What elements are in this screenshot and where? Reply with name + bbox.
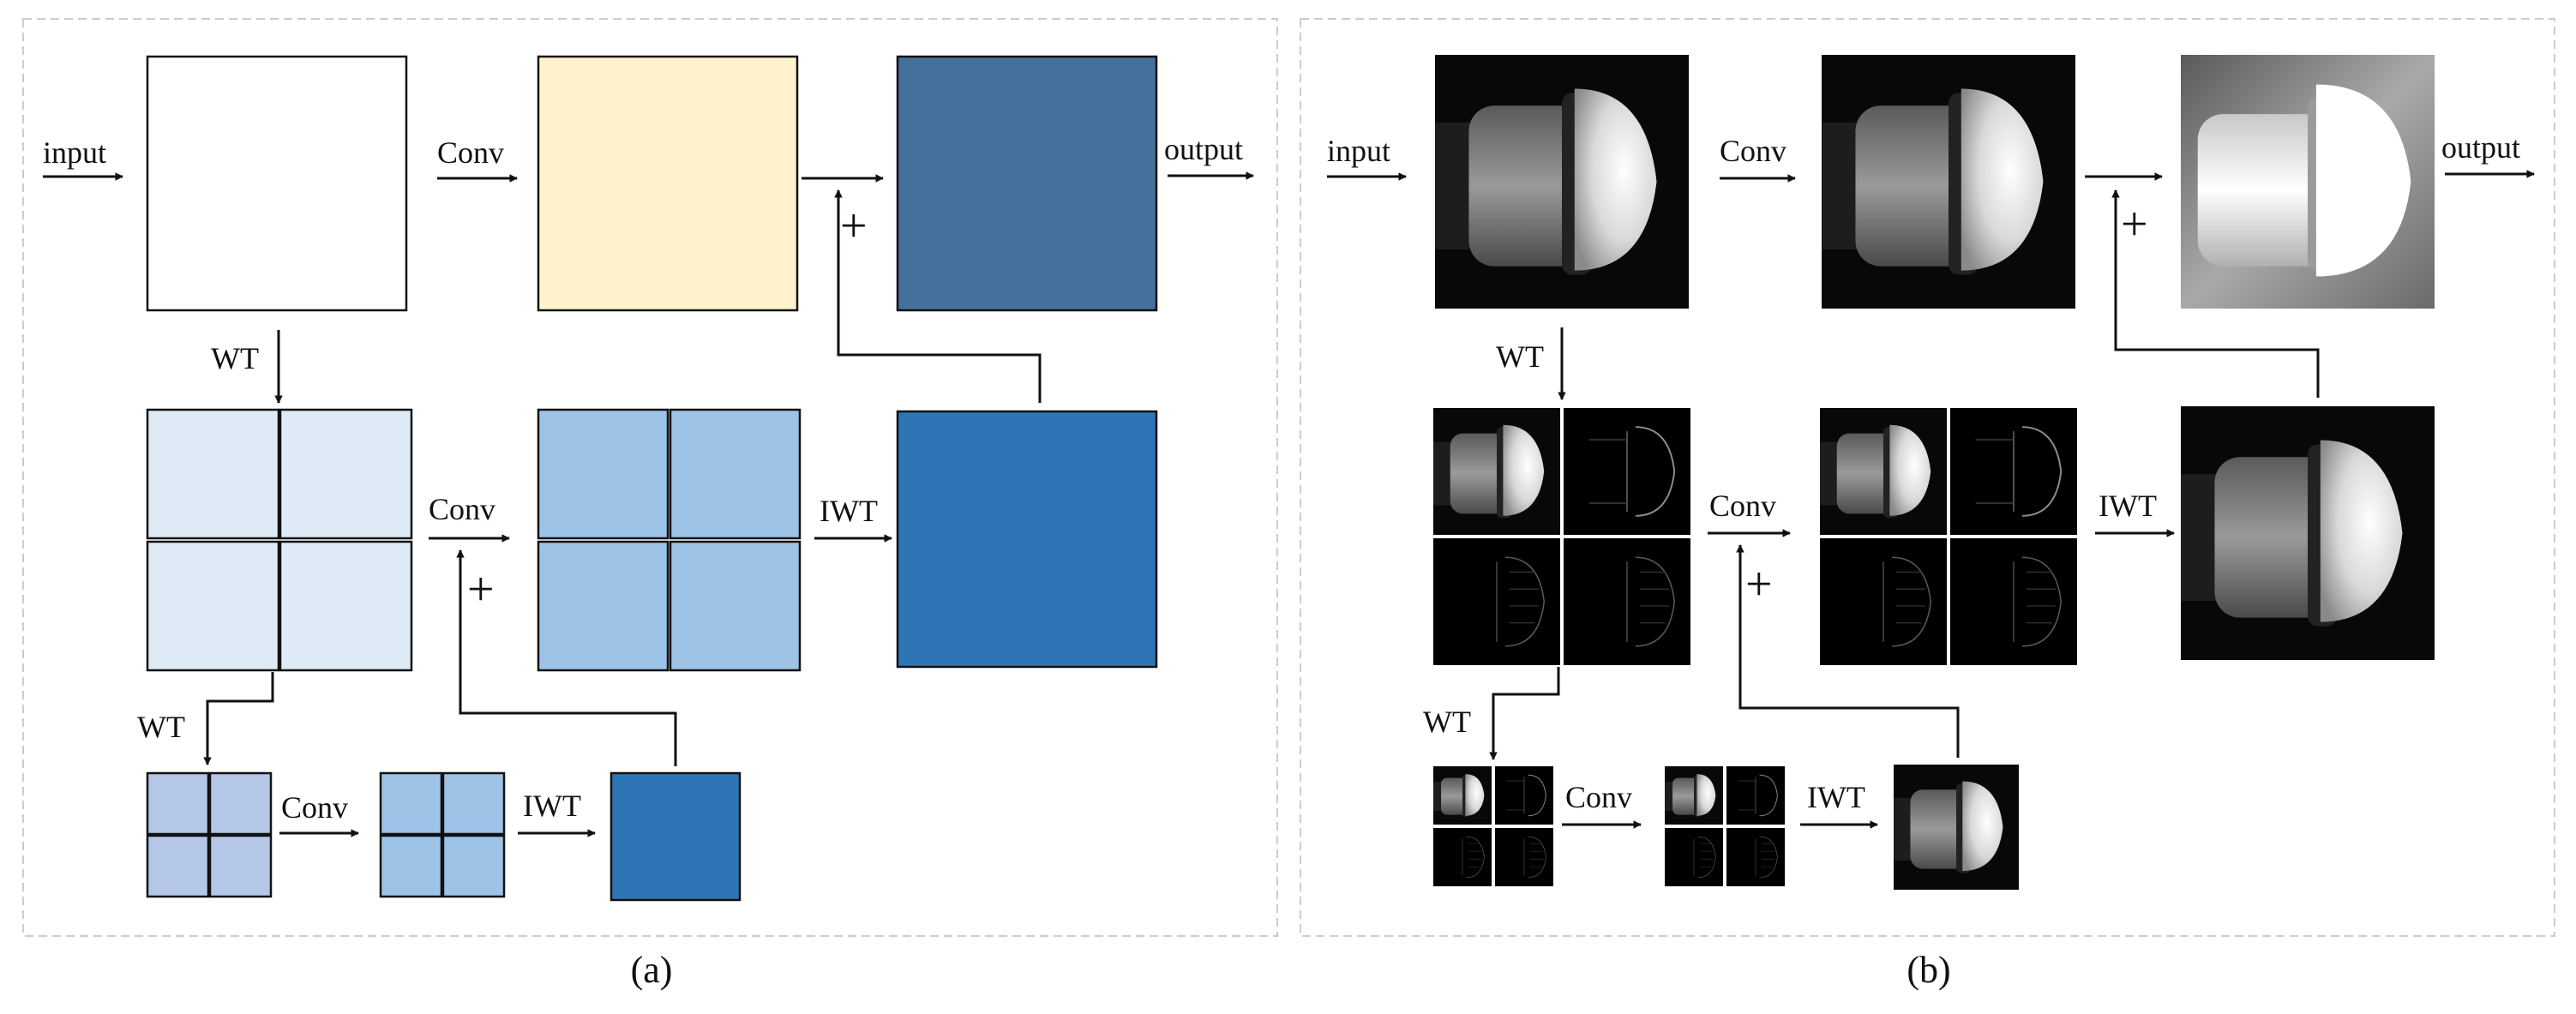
wt-subband-hh [1564, 538, 1690, 665]
wt-subband-ll [1433, 408, 1560, 535]
output-label: output [1164, 132, 1243, 166]
conv-top-label: Conv [437, 135, 504, 170]
wt-bottom-arrow [203, 672, 274, 765]
plus-mid: + [467, 563, 495, 616]
skip-top-connection [2111, 189, 2320, 398]
conv-subband-lh [669, 408, 802, 540]
wt2-subband-hl [1433, 828, 1492, 886]
iwt-output-image [2181, 406, 2435, 660]
conv-subband-hl [1820, 538, 1947, 665]
wt-subband-hl [1433, 538, 1560, 665]
iwt-mid-label: IWT [820, 494, 878, 528]
conv-top-label: Conv [1720, 134, 1786, 168]
conv-output-block [537, 55, 799, 312]
input-image [1435, 55, 1689, 309]
wt2-subband-lh [208, 771, 273, 836]
wt-top-label: WT [211, 341, 259, 375]
wt2-subband-hl [146, 834, 210, 898]
conv-subband-images [1820, 408, 2077, 665]
conv-subband-ll [1820, 408, 1947, 535]
iwt2-output-image [1894, 765, 2019, 890]
iwt-bottom-label: IWT [1807, 780, 1865, 814]
conv-subband-lh [1950, 408, 2077, 535]
wt2-subband-ll [1433, 766, 1492, 825]
iwt-bottom-label: IWT [523, 789, 581, 823]
panel-a-frame [22, 18, 1278, 937]
conv2-subband-lh [441, 771, 506, 836]
panel-a-caption: (a) [631, 949, 673, 991]
conv2-subband-lh [1726, 766, 1785, 825]
conv2-subband-ll [379, 771, 443, 836]
wt-subband-lh [1564, 408, 1690, 535]
plus-mid: + [1745, 558, 1773, 611]
panel-b-frame [1300, 18, 2555, 937]
wt-subbands [146, 408, 413, 672]
wt-bottom-arrow [1489, 667, 1560, 760]
skip-mid-connection [456, 549, 677, 766]
wt-subband-images [1433, 408, 1690, 665]
panel-b-caption: (b) [1906, 949, 1950, 991]
wt-subband-hh [279, 540, 413, 672]
conv2-subband-hl [379, 834, 443, 898]
conv2-subband-ll [1665, 766, 1723, 825]
output-label: output [2441, 130, 2520, 165]
wt-bottom-label: WT [1423, 705, 1471, 739]
conv2-subband-hh [1726, 828, 1785, 886]
wt2-subband-lh [1495, 766, 1553, 825]
panel-b: input Conv + output WT Conv + IWT [1300, 18, 2555, 991]
output-image [2181, 55, 2435, 309]
input-block [146, 55, 408, 312]
iwt-mid-label: IWT [2099, 489, 2157, 523]
wt-bottom-label: WT [137, 710, 185, 744]
input-label: input [1327, 134, 1390, 168]
wt-top-label: WT [1496, 339, 1544, 374]
conv2-subband-hh [441, 834, 506, 898]
wt-subband-lh [279, 408, 413, 540]
conv-subbands [537, 408, 802, 672]
wt-subband-ll [146, 408, 280, 540]
conv-subband-ll [537, 408, 670, 540]
conv-output-image [1822, 55, 2075, 309]
panel-a: input Conv + output WT Conv + IWT [22, 18, 1278, 991]
skip-top-connection [834, 189, 1042, 403]
input-label: input [43, 135, 106, 170]
wt2-subband-hh [208, 834, 273, 898]
plus-top: + [2121, 198, 2148, 251]
conv-bottom-label: Conv [1565, 780, 1632, 814]
wt2-subband-hh [1495, 828, 1553, 886]
output-block [896, 55, 1158, 312]
wt-subband-hl [146, 540, 280, 672]
conv-subband-hh [669, 540, 802, 672]
plus-top: + [840, 200, 868, 253]
conv2-subband-hl [1665, 828, 1723, 886]
wt2-subbands [146, 771, 273, 898]
skip-mid-connection [1736, 544, 1960, 758]
conv-subband-hl [537, 540, 670, 672]
iwt2-block [609, 771, 742, 902]
conv-bottom-label: Conv [281, 790, 348, 825]
conv-subband-hh [1950, 538, 2077, 665]
conv2-subbands [379, 771, 506, 898]
wt2-subband-ll [146, 771, 210, 836]
conv-mid-label: Conv [1709, 489, 1776, 523]
wt2-subband-images [1433, 766, 1553, 886]
iwt-block [896, 410, 1158, 669]
conv2-subband-images [1665, 766, 1785, 886]
conv-mid-label: Conv [429, 492, 495, 526]
